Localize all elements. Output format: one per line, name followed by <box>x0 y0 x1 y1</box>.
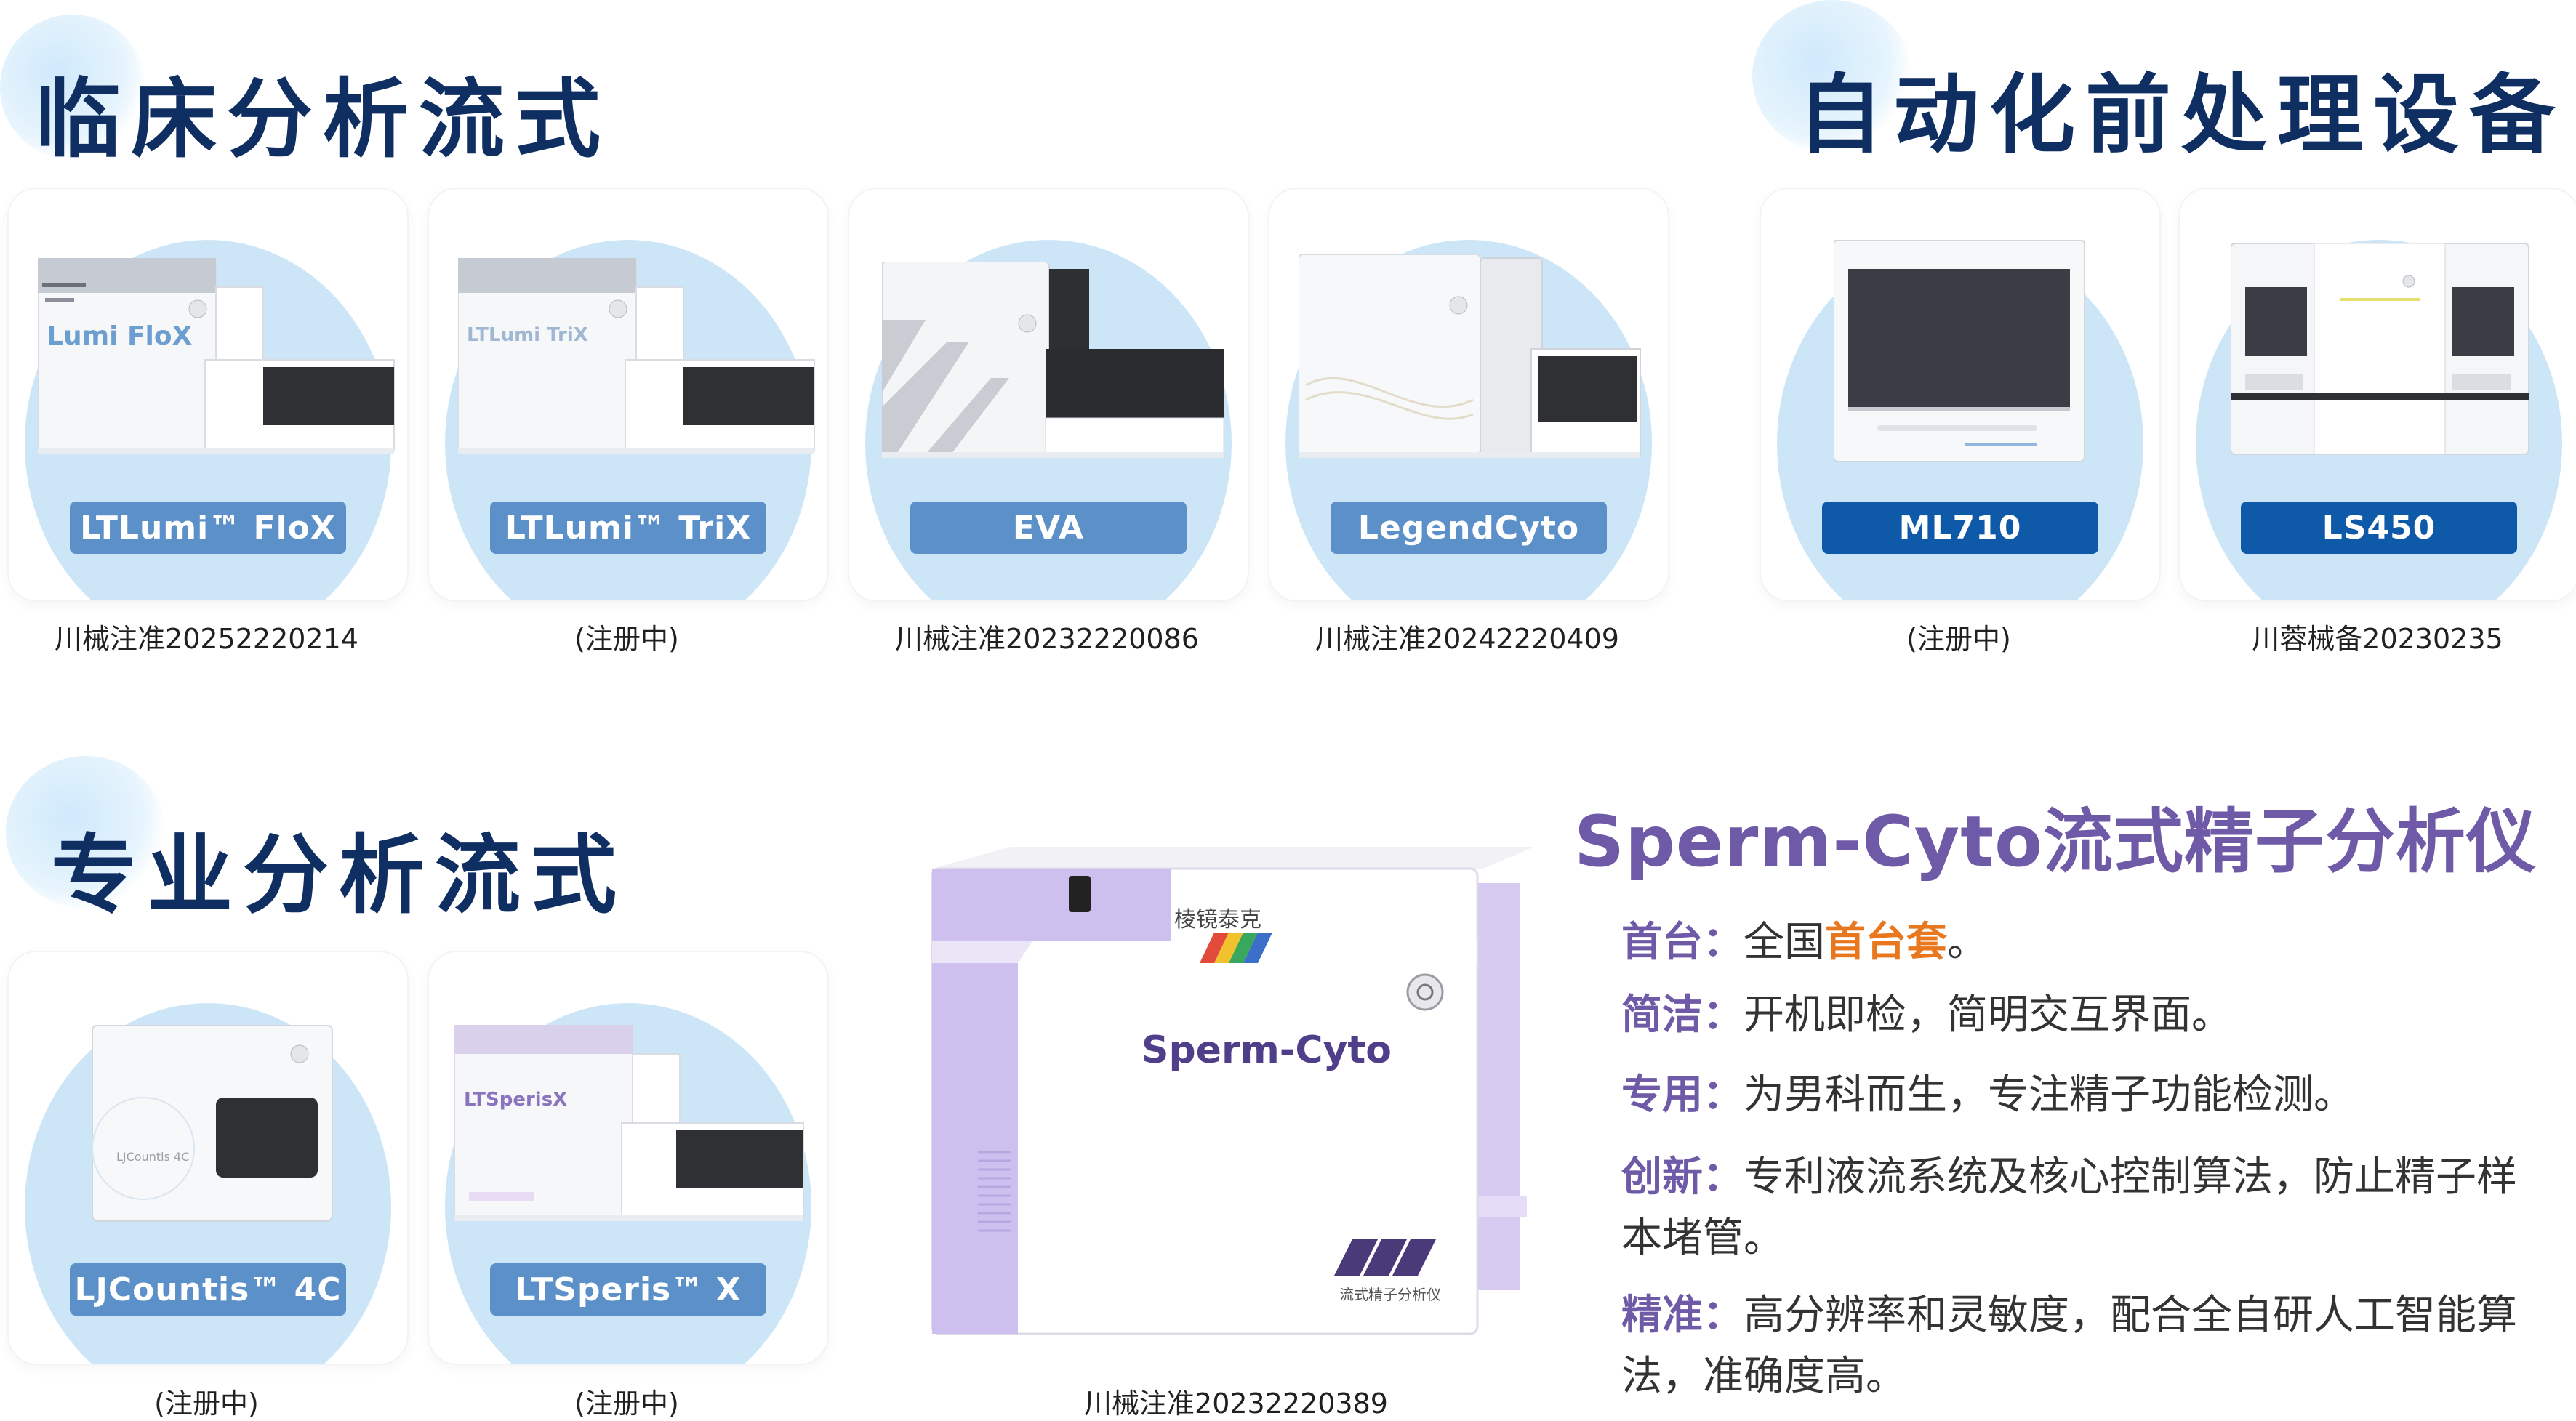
device-brand-text: Lumi FloX <box>47 321 193 351</box>
feature-text: 高分辨率和灵敏度，配合全自研人工智能算法，准确度高。 <box>1621 1292 2517 1400</box>
product-label-ls450[interactable]: LS450 <box>2241 502 2517 554</box>
feature-text: 专利液流系统及核心控制算法，防止精子样本堵管。 <box>1621 1154 2517 1262</box>
feature-first: 首台：全国首台套。 <box>1621 912 2523 973</box>
product-caption-ml710: (注册中) <box>1906 623 2011 655</box>
feature-key: 精准： <box>1621 1292 1744 1339</box>
device-brand-text: LJCountis 4C <box>116 1150 190 1164</box>
feature-simple: 简洁：开机即检，简明交互界面。 <box>1621 985 2523 1046</box>
device-image-ml710 <box>1834 240 2085 462</box>
heading-clinical-wrap: 临床分析流式 <box>0 15 601 169</box>
sperm-cyto-device: 棱镜泰克 Sperm-Cyto 流式精子分析仪 <box>923 847 1534 1363</box>
section-title-clinical: 临床分析流式 <box>35 69 611 169</box>
product-card-ljcountis[interactable]: LJCountis 4C LJCountis™ 4C <box>7 951 409 1365</box>
product-caption-ltsperis: (注册中) <box>574 1388 679 1420</box>
device-image-ljcountis <box>92 1025 333 1222</box>
product-card-ls450[interactable]: LS450 <box>2178 188 2576 602</box>
product-card-ltsperis[interactable]: LTSperisX LTSperis™ X <box>428 951 829 1365</box>
product-caption-ljcountis: (注册中) <box>154 1388 259 1420</box>
heading-blob <box>6 756 166 909</box>
feature-precision: 精准：高分辨率和灵敏度，配合全自研人工智能算法，准确度高。 <box>1621 1285 2523 1407</box>
product-card-eva[interactable]: EVA <box>848 188 1249 602</box>
product-card-legendcyto[interactable]: LegendCyto <box>1268 188 1669 602</box>
feature-text-end: 。 <box>1947 919 1988 966</box>
heading-blob <box>0 15 145 160</box>
product-caption-eva: 川械注准20232220086 <box>895 623 1199 655</box>
product-caption-legendcyto: 川械注准20242220409 <box>1315 623 1619 655</box>
device-image-lumi-trix <box>458 258 815 454</box>
sperm-device-brand: 棱镜泰克 <box>1174 907 1261 933</box>
feature-text: 开机即检，简明交互界面。 <box>1744 991 2232 1039</box>
sperm-device-title: Sperm-Cyto <box>1141 1028 1392 1072</box>
feature-highlight: 首台套 <box>1825 919 1947 966</box>
product-label-ml710[interactable]: ML710 <box>1822 502 2098 554</box>
product-caption-lumi-flox: 川械注准20252220214 <box>55 623 358 655</box>
device-image-lumi-flox <box>38 258 395 454</box>
product-label-lumi-flox[interactable]: LTLumi™ FloX <box>70 502 346 554</box>
feature-innovation: 创新：专利液流系统及核心控制算法，防止精子样本堵管。 <box>1621 1147 2523 1269</box>
device-image-ls450 <box>2231 243 2529 455</box>
product-label-ltsperis[interactable]: LTSperis™ X <box>490 1263 766 1316</box>
device-brand-text: LTLumi TriX <box>467 324 588 346</box>
device-brand-text: LTSperisX <box>464 1089 568 1111</box>
product-label-ljcountis[interactable]: LJCountis™ 4C <box>70 1263 346 1316</box>
product-label-eva[interactable]: EVA <box>910 502 1187 554</box>
section-title-automation: 自动化前处理设备 <box>1797 65 2566 165</box>
product-caption-ls450: 川蓉械备20230235 <box>2252 623 2503 655</box>
product-label-lumi-trix[interactable]: LTLumi™ TriX <box>490 502 766 554</box>
product-card-lumi-flox[interactable]: Lumi FloX LTLumi™ FloX <box>7 188 409 602</box>
feature-text: 全国 <box>1744 919 1825 966</box>
section-title-professional: 专业分析流式 <box>51 825 627 925</box>
heading-automation-wrap: 自动化前处理设备 <box>1752 0 2574 165</box>
sperm-caption: 川械注准20232220389 <box>1084 1388 1388 1420</box>
product-card-ml710[interactable]: ML710 <box>1760 188 2161 602</box>
device-image-eva <box>882 262 1224 458</box>
product-card-lumi-trix[interactable]: LTLumi TriX LTLumi™ TriX <box>428 188 829 602</box>
feature-text: 为男科而生，专注精子功能检测。 <box>1744 1071 2354 1119</box>
heading-professional-wrap: 专业分析流式 <box>0 756 617 925</box>
feature-key: 首台： <box>1621 919 1744 966</box>
device-image-legendcyto <box>1299 254 1641 458</box>
feature-dedicated: 专用：为男科而生，专注精子功能检测。 <box>1621 1065 2523 1126</box>
feature-key: 简洁： <box>1621 991 1744 1039</box>
feature-key: 创新： <box>1621 1154 1744 1201</box>
sperm-cyto-title: Sperm-Cyto流式精子分析仪 <box>1574 801 2537 882</box>
heading-blob <box>1752 0 1912 153</box>
sperm-cyto-image <box>931 847 1534 1335</box>
sperm-device-subtitle: 流式精子分析仪 <box>1339 1286 1441 1303</box>
feature-key: 专用： <box>1621 1071 1744 1119</box>
product-label-legendcyto[interactable]: LegendCyto <box>1331 502 1607 554</box>
device-image-ltsperis <box>454 1025 804 1221</box>
product-caption-lumi-trix: (注册中) <box>574 623 679 655</box>
